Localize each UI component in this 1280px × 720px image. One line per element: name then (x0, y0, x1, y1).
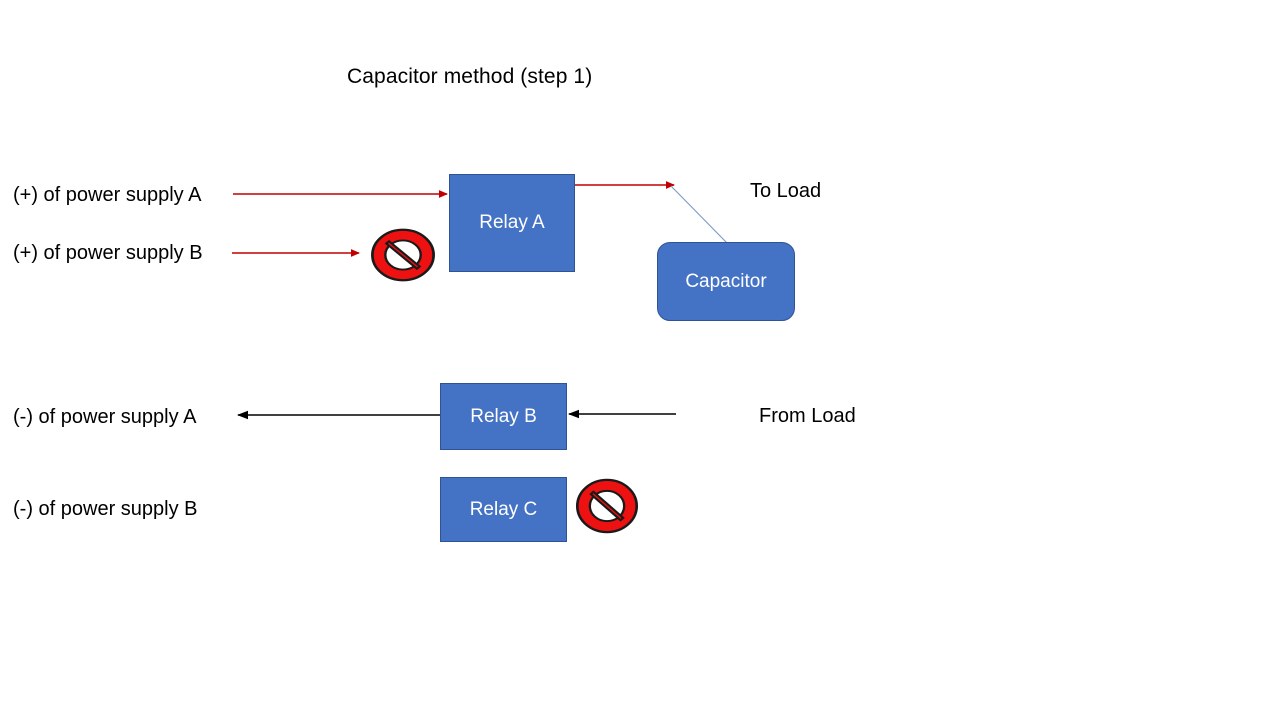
node-relay-c[interactable]: Relay C (440, 477, 567, 542)
label-minus-supply-a: (-) of power supply A (13, 406, 197, 428)
label-to-load: To Load (750, 180, 822, 202)
node-capacitor[interactable]: Capacitor (657, 242, 795, 321)
connector-capacitor-to-output (670, 185, 728, 244)
prohibition-icon-supply-b (371, 228, 435, 282)
prohibition-icon-relay-c (575, 478, 639, 534)
label-plus-supply-b: (+) of power supply B (13, 242, 203, 264)
diagram-title: Capacitor method (step 1) (347, 65, 593, 88)
label-plus-supply-a: (+) of power supply A (13, 184, 202, 206)
label-minus-supply-b: (-) of power supply B (13, 498, 198, 520)
node-relay-b[interactable]: Relay B (440, 383, 567, 450)
label-from-load: From Load (759, 405, 856, 427)
node-relay-a[interactable]: Relay A (449, 174, 575, 272)
